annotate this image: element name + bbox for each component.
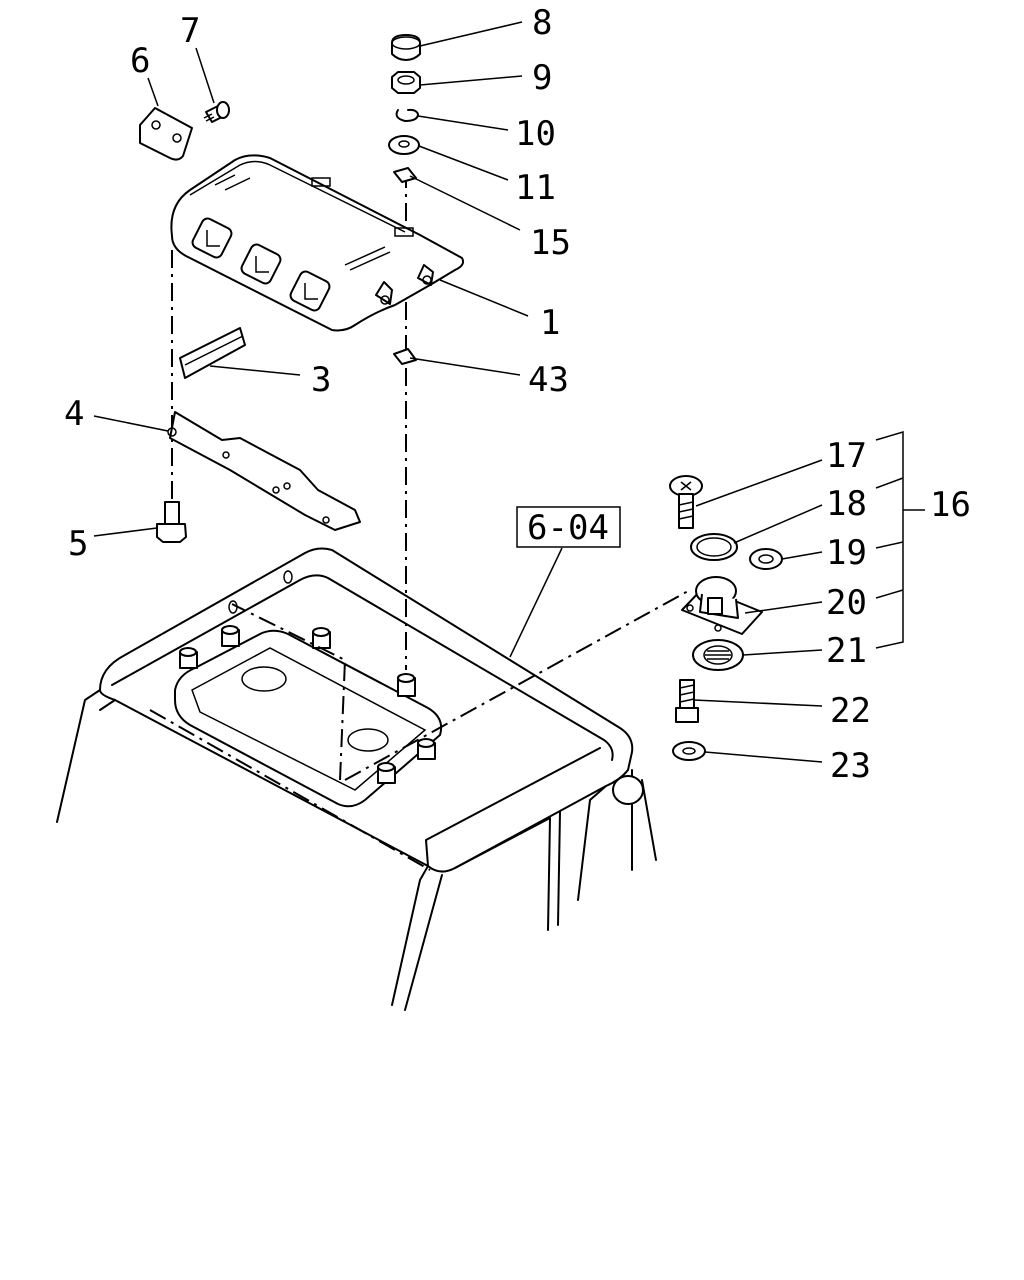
roof-boss bbox=[397, 673, 416, 697]
callout-5: 5 bbox=[68, 524, 88, 564]
washer-part-11 bbox=[388, 135, 420, 155]
roof-boss bbox=[179, 647, 198, 669]
strip-part-3 bbox=[179, 327, 246, 379]
reference-box[interactable]: 6-04 bbox=[516, 506, 621, 548]
reference-box-label: 6-04 bbox=[527, 508, 609, 548]
callout-7: 7 bbox=[180, 11, 200, 51]
callout-10: 10 bbox=[515, 114, 556, 154]
screw-part-17 bbox=[669, 475, 703, 529]
roof-boss bbox=[221, 625, 240, 647]
callout-4: 4 bbox=[64, 394, 84, 434]
roof-boss bbox=[312, 627, 331, 649]
screw-part-7 bbox=[203, 101, 230, 123]
plate-part-6 bbox=[139, 107, 193, 161]
callout-9: 9 bbox=[532, 58, 552, 98]
callout-8: 8 bbox=[532, 3, 552, 43]
lock-washer-part-10 bbox=[395, 108, 419, 122]
roof-boss bbox=[417, 738, 436, 760]
roof-cover-part-1 bbox=[170, 154, 465, 332]
callout-15: 15 bbox=[530, 223, 571, 263]
cab-body bbox=[56, 547, 657, 1011]
seal-part-18 bbox=[690, 533, 738, 561]
washer-part-19 bbox=[749, 548, 783, 570]
callout-3: 3 bbox=[311, 360, 331, 400]
clip-part-15 bbox=[393, 167, 417, 183]
callout-22: 22 bbox=[830, 691, 871, 731]
callout-1: 1 bbox=[540, 303, 560, 343]
roof-boss bbox=[377, 762, 396, 784]
switch-part-20 bbox=[681, 576, 763, 635]
callout-labels: 1 3 4 5 6 7 8 9 10 11 15 43 17 18 19 20 … bbox=[64, 3, 971, 786]
callout-43: 43 bbox=[528, 360, 569, 400]
callout-19: 19 bbox=[826, 533, 867, 573]
callout-18: 18 bbox=[826, 484, 867, 524]
cap-nut-part-8 bbox=[391, 34, 421, 61]
callout-17: 17 bbox=[826, 436, 867, 476]
callout-23: 23 bbox=[830, 746, 871, 786]
washer-part-23 bbox=[672, 741, 706, 761]
clip-part-43 bbox=[393, 348, 417, 365]
nut-part-9 bbox=[391, 71, 421, 94]
callout-16: 16 bbox=[930, 485, 971, 525]
bolt-part-5 bbox=[156, 501, 187, 543]
callout-21: 21 bbox=[826, 631, 867, 671]
bolt-part-22 bbox=[675, 679, 699, 723]
grille-part-21 bbox=[692, 639, 744, 671]
callout-20: 20 bbox=[826, 583, 867, 623]
callout-11: 11 bbox=[515, 168, 556, 208]
callout-6: 6 bbox=[130, 41, 150, 81]
bracket-part-4 bbox=[167, 411, 361, 531]
leader-lines bbox=[93, 21, 925, 763]
